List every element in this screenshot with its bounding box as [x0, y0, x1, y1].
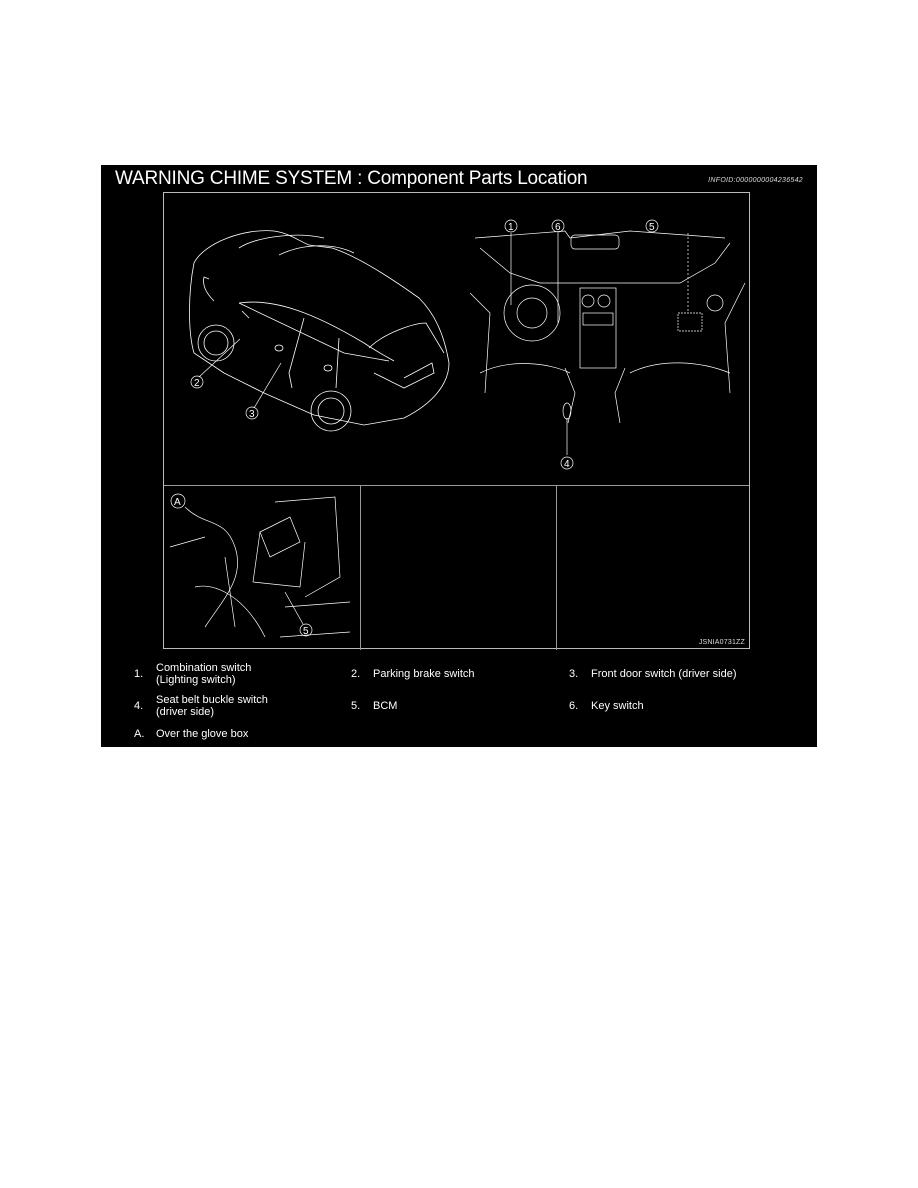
callout-6: 6 [555, 222, 561, 233]
vehicle-exterior-illustration: 2 3 [189, 230, 450, 432]
figure-id: JSNIA0731ZZ [698, 639, 745, 646]
callout-5-detail: 5 [303, 626, 309, 637]
vertical-divider-2 [556, 486, 557, 650]
legend-item-3: 3. Front door switch (driver side) [569, 668, 737, 680]
figure-title: WARNING CHIME SYSTEM : Component Parts L… [115, 168, 588, 189]
legend-item-4: 4. Seat belt buckle switch (driver side) [134, 694, 268, 718]
figure-panel: WARNING CHIME SYSTEM : Component Parts L… [101, 165, 817, 747]
horizontal-divider [164, 485, 749, 486]
callout-4: 4 [564, 459, 570, 470]
vertical-divider-1 [360, 486, 361, 650]
callout-2: 2 [194, 378, 200, 389]
info-id: INFOID:0000000004236542 [708, 177, 803, 184]
callout-3: 3 [249, 409, 255, 420]
legend-item-5: 5. BCM [351, 700, 398, 712]
detail-a-illustration: A 5 [169, 493, 351, 638]
legend-item-2: 2. Parking brake switch [351, 668, 475, 680]
callout-a: A [174, 497, 181, 508]
callout-1: 1 [508, 222, 514, 233]
legend-item-a: A. Over the glove box [134, 728, 249, 740]
illustration-frame: 2 3 [163, 192, 750, 650]
callout-5: 5 [649, 222, 655, 233]
legend-item-1: 1. Combination switch (Lighting switch) [134, 662, 252, 686]
legend-item-6: 6. Key switch [569, 700, 644, 712]
vehicle-interior-illustration: 1 6 5 4 [470, 219, 746, 470]
